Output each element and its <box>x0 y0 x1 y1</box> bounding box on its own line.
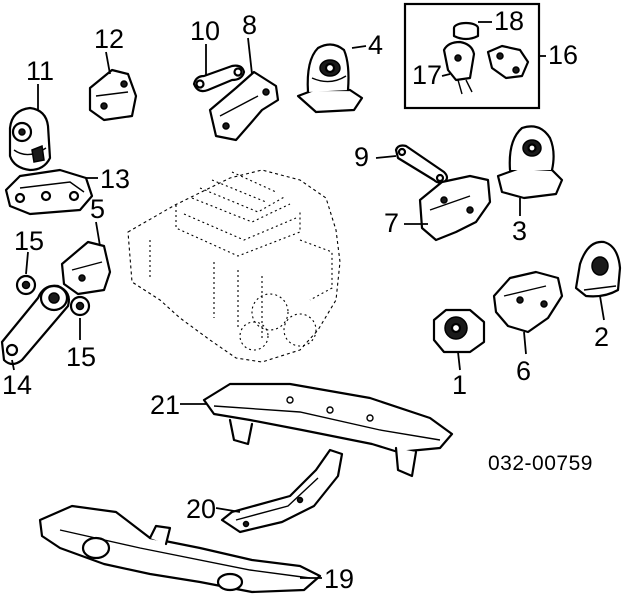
callout-labels: 11 12 10 8 4 18 17 16 13 9 7 3 5 15 2 6 … <box>2 6 609 594</box>
callout-15-lower: 15 <box>66 342 96 372</box>
callout-14: 14 <box>2 370 32 400</box>
stiffener-part-20 <box>220 448 344 534</box>
diagram-reference-code: 032-00759 <box>488 452 593 475</box>
washer-part-15-lower <box>69 295 91 317</box>
bracket-part-5 <box>60 240 112 296</box>
rod-part-9 <box>394 144 449 184</box>
engine-block-outline <box>127 169 341 363</box>
callout-13: 13 <box>100 164 130 194</box>
callout-4: 4 <box>368 30 383 60</box>
callout-9: 9 <box>354 142 369 172</box>
callout-16: 16 <box>548 40 578 70</box>
callout-20: 20 <box>186 494 216 524</box>
bracket-part-12 <box>88 68 138 122</box>
rod-part-10 <box>192 64 246 93</box>
callout-19: 19 <box>324 564 354 594</box>
mount-part-2 <box>574 240 622 298</box>
subframe-part-21 <box>202 382 454 478</box>
part-18-cap <box>452 21 480 41</box>
callout-7: 7 <box>384 208 399 238</box>
mount-part-3 <box>496 125 564 200</box>
callout-12: 12 <box>94 24 124 54</box>
callout-11: 11 <box>26 56 54 86</box>
bracket-part-8 <box>208 70 280 142</box>
washer-part-15-upper <box>15 274 37 296</box>
callout-21: 21 <box>150 390 180 420</box>
leader-lines <box>11 21 605 579</box>
part-16-bracket <box>486 44 530 80</box>
callout-8: 8 <box>242 10 257 40</box>
bracket-part-13 <box>4 168 94 216</box>
callout-15-upper: 15 <box>14 226 44 256</box>
callout-6: 6 <box>516 356 531 386</box>
part-17-valve <box>442 40 476 95</box>
callout-10: 10 <box>190 16 220 46</box>
bracket-part-6 <box>492 270 564 334</box>
callout-3: 3 <box>512 216 527 246</box>
subframe-part-19 <box>38 504 322 594</box>
mount-part-4 <box>296 43 364 114</box>
bracket-part-7 <box>418 174 492 242</box>
callout-5: 5 <box>90 194 105 224</box>
mount-part-11 <box>8 106 52 172</box>
callout-18: 18 <box>494 6 524 36</box>
bushing-part-1 <box>432 308 486 354</box>
callout-2: 2 <box>594 322 609 352</box>
torque-rod-part-14 <box>0 284 70 366</box>
callout-1: 1 <box>452 370 467 400</box>
callout-17: 17 <box>412 60 442 90</box>
